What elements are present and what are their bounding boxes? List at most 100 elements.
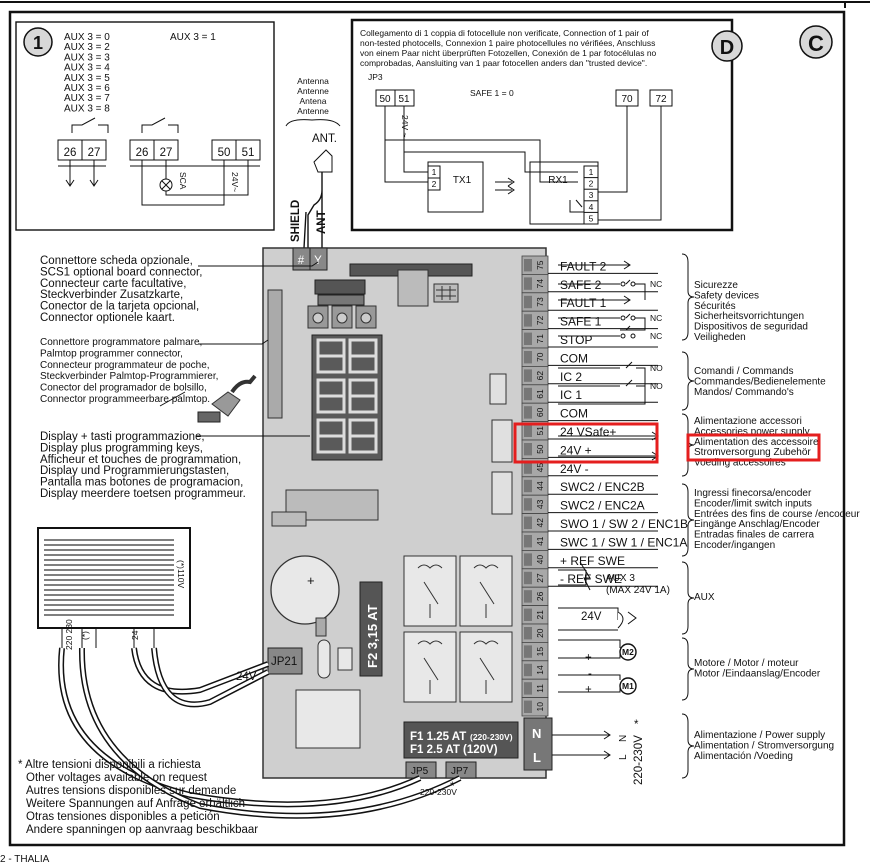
left-label-palm: Connector programmeerbare palmtop. (40, 394, 210, 405)
right-wiring: NC NC NC NO NO AUX 3 (MAX 24V 1A) 24V M2… (513, 260, 670, 785)
antenna-name-2: Antena (300, 96, 327, 106)
terminal-label: IC 1 (560, 388, 582, 402)
term-b-0: 26 (136, 147, 149, 159)
left-label-scs1: Connecteur carte facultative, (40, 278, 186, 290)
rx-label: RX1 (548, 175, 568, 186)
terminal-label: + REF SWE (560, 554, 625, 568)
right-text-limit: Ingressi finecorsa/encoder (694, 488, 812, 499)
motor-m1: M1 (622, 681, 634, 691)
aux-item: AUX 3 = 3 (64, 52, 110, 63)
trans-24: 24 (130, 630, 140, 640)
terminal-number: 15 (535, 647, 545, 657)
right-text-safety: Sécurités (694, 301, 736, 312)
terminal-number: 61 (535, 389, 545, 399)
terminal-label: SWC2 / ENC2A (560, 499, 645, 513)
aux3-max: (MAX 24V 1A) (606, 585, 670, 596)
right-text-limit: Eingänge Anschlag/Encoder (694, 519, 820, 530)
terminal-number: 42 (535, 518, 545, 528)
panel-d: D Collegamento di 1 coppia di fotocellul… (350, 18, 743, 232)
main-frame (8, 10, 846, 847)
rx-pin: 1 (589, 167, 594, 177)
terminal-number: 11 (535, 684, 545, 693)
terminal-number: 27 (535, 573, 545, 583)
transformer: (*)110V 220 230 (*) 24 24V 220-230V * (37, 527, 462, 819)
right-text-limit: Encoder/limit switch inputs (694, 498, 812, 509)
terminal-number: 45 (535, 463, 545, 473)
note-d-0: Collegamento di 1 coppia di fotocellule … (360, 28, 649, 38)
terminal-label: 24V + (560, 443, 592, 457)
left-label-scs1: SCS1 optional board connector, (40, 266, 202, 278)
no-0: NO (650, 363, 663, 373)
mains-l-r: L (618, 754, 629, 760)
left-label-display: Afficheur et touches de programmation, (40, 454, 241, 466)
left-label-scs1: Conector de la tarjeta opcional, (40, 301, 199, 313)
highlight-24v (513, 422, 659, 464)
jp21-24v: 24V (236, 671, 257, 683)
terminal-number: 62 (535, 371, 545, 381)
ant-term-gamma: Y (314, 255, 322, 267)
right-text-commands: Commandes/Bedienelemente (694, 376, 826, 387)
page-footer: 2 - THALIA (0, 854, 50, 865)
terminal-number: 41 (535, 536, 545, 546)
foot-0: * Altre tensioni disponibili a richiesta (18, 759, 201, 771)
aux3-label: AUX 3 (606, 573, 635, 584)
left-label-display: Display und Programmierungstasten, (40, 465, 229, 477)
jp5: JP5 (411, 766, 429, 777)
term-b-2: 50 (218, 147, 231, 159)
shield-label: SHIELD (290, 200, 302, 242)
terminal-label: SAFE 2 (560, 278, 602, 292)
d-t70: 70 (621, 94, 633, 105)
terminal-number: 70 (535, 352, 545, 362)
mains-l: L (533, 750, 541, 765)
terminal-number: 10 (535, 702, 545, 712)
rx-pin: 3 (589, 190, 594, 200)
foot-4: Otras tensiones disponibles a petición (26, 811, 220, 823)
term-a-0: 26 (64, 147, 77, 159)
badge-d: D (720, 37, 734, 59)
jp21: JP21 (271, 656, 297, 668)
terminal-label: STOP (560, 333, 592, 347)
terminal-label: - REF SWE (560, 572, 622, 586)
terminal-label: IC 2 (560, 370, 582, 384)
right-text-safety: Safety devices (694, 290, 759, 301)
terminal-number: 50 (535, 444, 545, 454)
left-label-display: Display meerdere toetsen programmeur. (40, 488, 246, 500)
terminal-label: SWC 1 / SW 1 / ENC1A (560, 535, 687, 549)
terminal-label: COM (560, 351, 588, 365)
terminal-number: 74 (535, 279, 545, 289)
left-label-scs1: Steckverbinder Zusatzkarte, (40, 289, 183, 301)
right-text-motor: Motor /Eindaanslag/Encoder (694, 668, 821, 679)
pm-2: - (588, 668, 592, 680)
mains-star: * (634, 719, 639, 731)
terminal-number: 51 (535, 426, 545, 436)
terminal-number: 72 (535, 315, 545, 325)
pm-1: + (585, 652, 592, 664)
badge-1: 1 (33, 33, 43, 53)
ant-dot: ANT. (312, 133, 337, 145)
terminal-label: SWC2 / ENC2B (560, 480, 645, 494)
rx-pin: 5 (589, 213, 594, 223)
note-d-1: non-tested photocells, Connexion 1 paire… (360, 38, 655, 48)
terminal-label: 24 VSafe+ (560, 425, 616, 439)
left-label-scs1: Connettore scheda opzionale, (40, 255, 193, 267)
right-text-supply: Alimentación /Voeding (694, 751, 793, 762)
terminal-number: 26 (535, 591, 545, 601)
lamp-v: 24V (581, 611, 602, 623)
highlight-power-supply (686, 433, 821, 462)
terminal-number: 71 (535, 334, 545, 344)
term-b-3: 51 (242, 147, 255, 159)
left-label-display: Display plus programming keys, (40, 442, 203, 454)
jp7: JP7 (451, 766, 469, 777)
aux-one: AUX 3 = 1 (170, 32, 216, 43)
right-text-limit: Entradas finales de carrera (694, 530, 815, 541)
right-text-safety: Sicurezze (694, 280, 738, 291)
right-text-commands: Comandi / Commands (694, 366, 793, 377)
jp7-230: 220-230V (420, 787, 457, 797)
left-label-palm: Conector del programador de bolsillo, (40, 383, 207, 394)
right-text-aux: AUX (694, 592, 715, 603)
left-label-scs1: Connector optionele kaart. (40, 312, 175, 324)
terminal-number: 75 (535, 260, 545, 270)
term-b-1: 27 (160, 147, 173, 159)
